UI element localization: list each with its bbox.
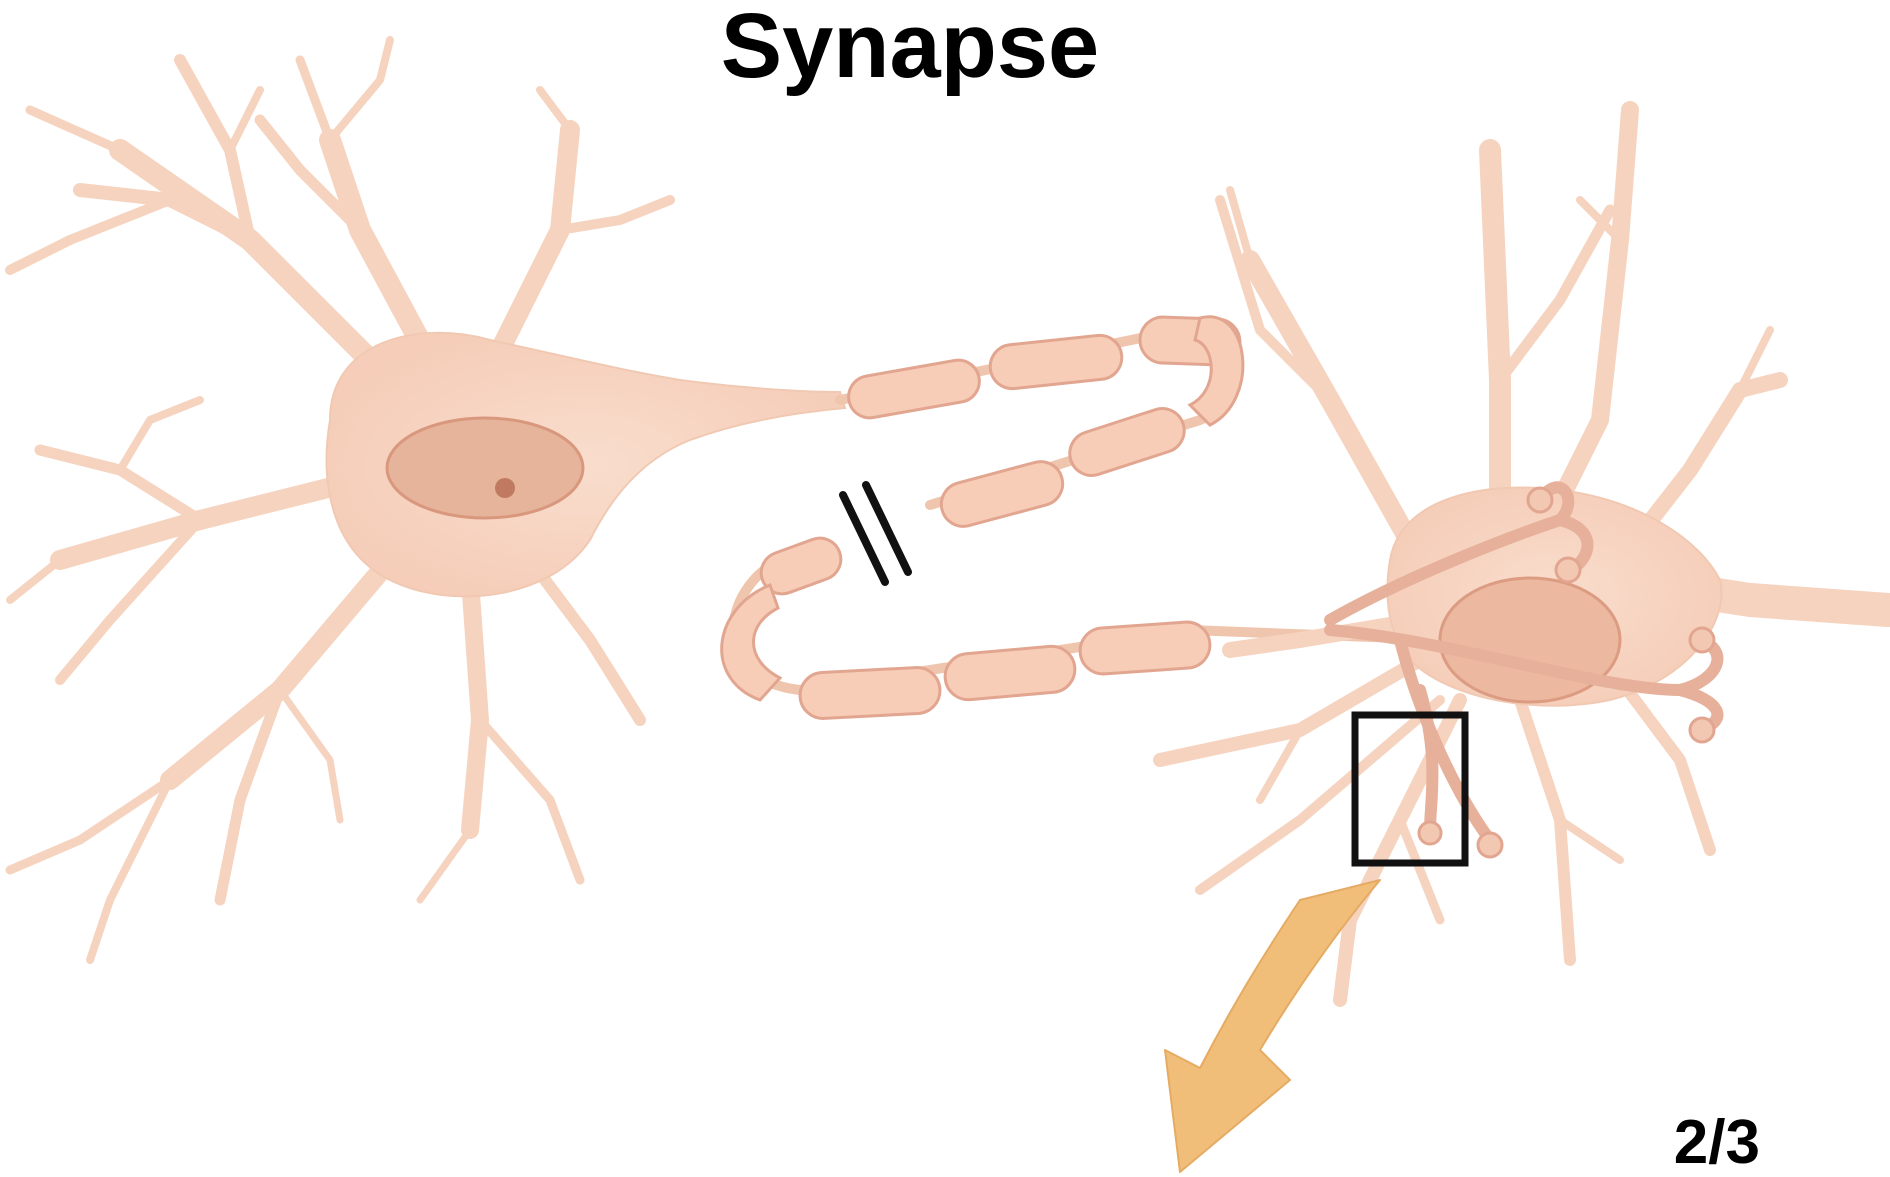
- postsynaptic-neuron: [1160, 110, 1888, 1000]
- axon-break-marks: [843, 485, 908, 582]
- slide-counter: 2/3: [1674, 1112, 1760, 1174]
- presynaptic-nucleus: [387, 418, 583, 518]
- myelin-sheath-segments: [722, 316, 1243, 719]
- presynaptic-neuron: [10, 40, 845, 960]
- axon: [722, 316, 1450, 719]
- presynaptic-nucleolus: [495, 478, 515, 498]
